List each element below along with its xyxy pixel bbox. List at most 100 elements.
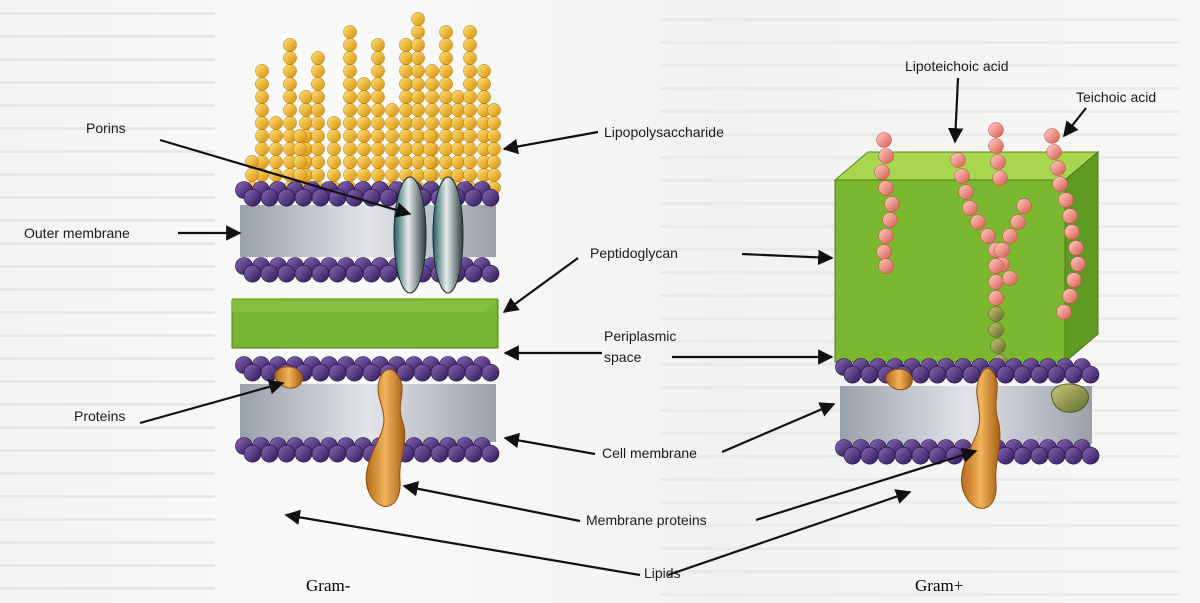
- lps-bead: [439, 25, 452, 38]
- lps-bead: [399, 64, 412, 77]
- lps-bead: [371, 103, 384, 116]
- lps-bead: [311, 116, 324, 129]
- lipid-head: [465, 189, 482, 206]
- lps-bead: [451, 168, 464, 181]
- label-periplasmic-line2: space: [604, 349, 642, 365]
- lps-bead: [311, 155, 324, 168]
- lps-bead: [487, 116, 500, 129]
- lipid-head: [946, 366, 963, 383]
- lps-bead: [411, 25, 424, 38]
- lps-bead: [451, 129, 464, 142]
- lps-bead: [451, 103, 464, 116]
- lps-bead: [425, 64, 438, 77]
- lps-bead: [463, 64, 476, 77]
- teichoic-bead: [1051, 161, 1066, 176]
- lps-bead: [411, 129, 424, 142]
- lps-bead: [371, 51, 384, 64]
- lipopolysaccharide-chains: [245, 12, 500, 194]
- lps-bead: [423, 168, 436, 181]
- lipid-head: [329, 445, 346, 462]
- caption-gram-negative: Gram-: [306, 576, 350, 596]
- lps-bead: [311, 103, 324, 116]
- lps-bead: [423, 142, 436, 155]
- lipid-head: [278, 265, 295, 282]
- lps-bead: [255, 103, 268, 116]
- lps-bead: [357, 142, 370, 155]
- lipid-head: [431, 364, 448, 381]
- lps-bead: [411, 142, 424, 155]
- teichoic-bead: [1053, 177, 1068, 192]
- lipid-head: [895, 447, 912, 464]
- lipid-head: [1048, 447, 1065, 464]
- teichoic-bead: [875, 165, 890, 180]
- arrow-lipoteichoic-acid: [955, 78, 958, 142]
- lps-bead: [463, 116, 476, 129]
- lps-bead: [283, 64, 296, 77]
- lipid-head: [261, 265, 278, 282]
- teichoic-bead: [1017, 199, 1032, 214]
- lipid-head: [482, 445, 499, 462]
- label-membrane-proteins: Membrane proteins: [586, 512, 707, 528]
- lps-bead: [357, 90, 370, 103]
- lps-bead: [343, 155, 356, 168]
- label-lipopolysaccharide: Lipopolysaccharide: [604, 124, 724, 140]
- lipid-head: [312, 265, 329, 282]
- lipid-head: [997, 447, 1014, 464]
- lps-bead: [399, 90, 412, 103]
- label-peptidoglycan: Peptidoglycan: [590, 245, 678, 261]
- teichoic-bead: [991, 155, 1006, 170]
- arrow-peptidoglycan-positive: [742, 254, 832, 258]
- lps-bead: [357, 168, 370, 181]
- lps-bead: [399, 77, 412, 90]
- lps-bead: [269, 116, 282, 129]
- lipid-head: [363, 265, 380, 282]
- lps-bead: [311, 64, 324, 77]
- lps-bead: [327, 168, 340, 181]
- lps-bead: [343, 77, 356, 90]
- teichoic-bead: [877, 245, 892, 260]
- lps-bead: [425, 116, 438, 129]
- teichoic-bead: [995, 243, 1010, 258]
- lps-bead: [327, 116, 340, 129]
- lps-bead: [255, 142, 268, 155]
- lps-bead: [463, 155, 476, 168]
- lps-bead: [463, 142, 476, 155]
- lipid-head: [1014, 447, 1031, 464]
- lps-bead: [411, 38, 424, 51]
- lps-bead: [463, 38, 476, 51]
- lipid-head: [329, 265, 346, 282]
- lipid-head: [244, 445, 261, 462]
- teichoic-bead: [883, 213, 898, 228]
- lipid-head: [912, 366, 929, 383]
- lps-bead: [371, 77, 384, 90]
- lipid-head: [346, 364, 363, 381]
- lipid-head: [482, 265, 499, 282]
- lps-bead: [283, 103, 296, 116]
- lps-bead: [299, 90, 312, 103]
- lps-bead: [343, 90, 356, 103]
- lps-bead: [299, 103, 312, 116]
- teichoic-bead: [989, 275, 1004, 290]
- lps-bead: [311, 129, 324, 142]
- lipid-head: [1031, 366, 1048, 383]
- lipoteichoic-anchor-bead: [991, 339, 1006, 354]
- lps-bead: [327, 142, 340, 155]
- lps-bead: [343, 38, 356, 51]
- teichoic-bead: [1063, 289, 1078, 304]
- lps-bead: [343, 116, 356, 129]
- lps-bead: [343, 142, 356, 155]
- arrow-cell-membrane-positive: [722, 404, 834, 452]
- lps-bead: [411, 51, 424, 64]
- lipid-head: [1031, 447, 1048, 464]
- lipid-head: [380, 189, 397, 206]
- lps-bead: [487, 142, 500, 155]
- lipid-head: [414, 445, 431, 462]
- lipid-head: [482, 189, 499, 206]
- lipid-head: [261, 189, 278, 206]
- lipid-head: [312, 189, 329, 206]
- lipid-head: [346, 445, 363, 462]
- lipid-head: [312, 364, 329, 381]
- teichoic-bead: [955, 169, 970, 184]
- lps-bead: [343, 64, 356, 77]
